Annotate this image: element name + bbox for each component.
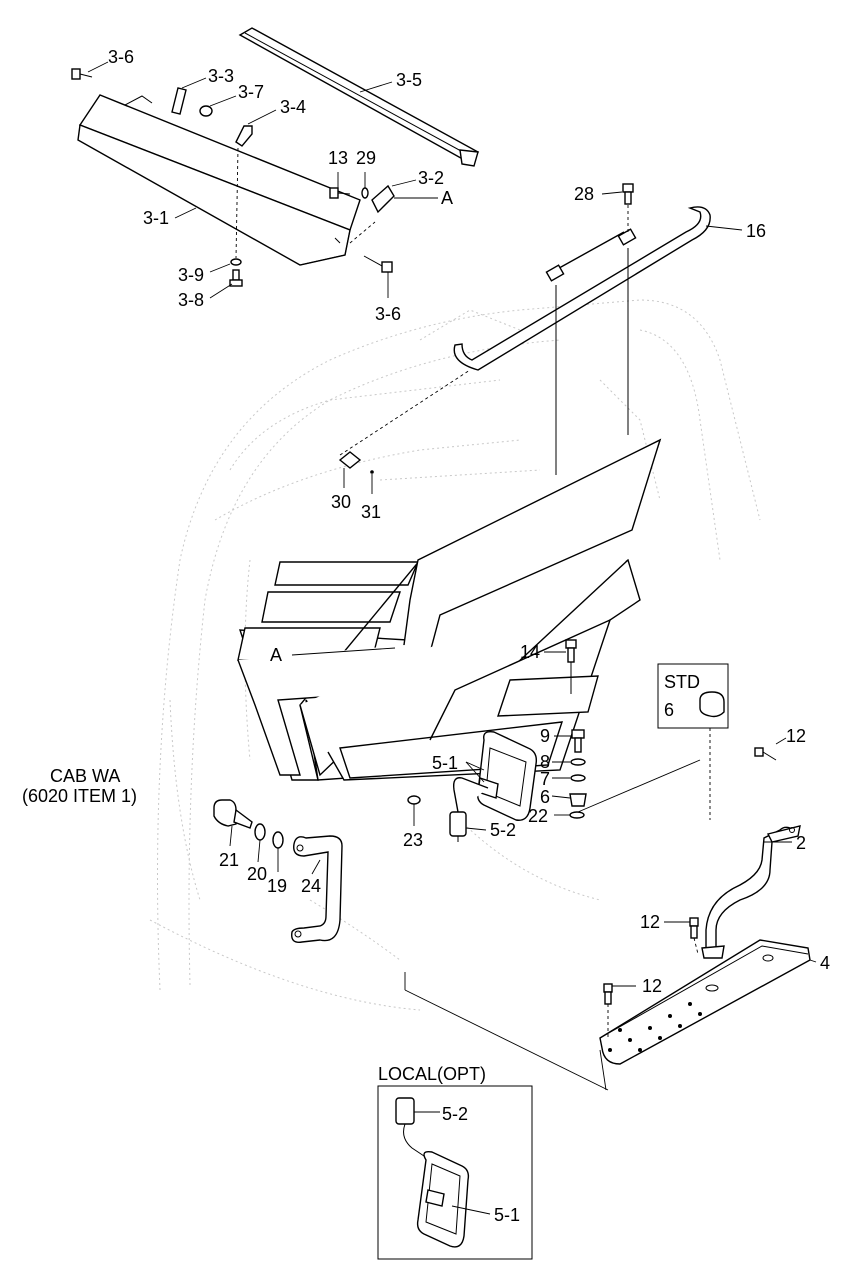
callout-3-2: 3-2	[418, 168, 444, 188]
bolt-28	[622, 183, 634, 205]
visor-ref-line	[349, 221, 376, 244]
callout-6: 6	[540, 787, 550, 807]
callout-3-8: 3-8	[178, 290, 204, 310]
std-box: STD 6	[657, 663, 729, 729]
callout-a-mid: A	[270, 645, 282, 665]
leader-lines	[87, 61, 817, 987]
callout-3-6-top: 3-6	[108, 47, 134, 67]
callout-12-b: 12	[640, 912, 660, 932]
visor-rail	[238, 27, 480, 167]
callout-22: 22	[528, 806, 548, 826]
callout-24: 24	[301, 876, 321, 896]
grab-bar-16	[453, 205, 711, 475]
callout-3-9: 3-9	[178, 265, 204, 285]
callout-9: 9	[540, 726, 550, 746]
bolt-3-6-bottom	[363, 255, 393, 273]
step-bar-2	[701, 825, 801, 959]
callout-30: 30	[331, 492, 351, 512]
callout-2: 2	[796, 833, 806, 853]
callout-31: 31	[361, 502, 381, 522]
cab-note-line2: (6020 ITEM 1)	[22, 786, 137, 806]
washer-3-9-bolt-3-8	[229, 258, 243, 287]
std-box-item: 6	[664, 700, 674, 720]
callout-3-1: 3-1	[143, 208, 169, 228]
callout-5-2: 5-2	[490, 820, 516, 840]
sun-visor	[77, 94, 361, 266]
callout-21: 21	[219, 850, 239, 870]
callout-local-5-1: 5-1	[494, 1205, 520, 1225]
cab-note-line1: CAB WA	[50, 766, 120, 786]
callout-8: 8	[540, 752, 550, 772]
callout-3-6-bottom: 3-6	[375, 304, 401, 324]
callout-13: 13	[328, 148, 348, 168]
decal-stripes	[237, 438, 662, 781]
callout-local-5-2: 5-2	[442, 1104, 468, 1124]
handle-24-and-bolt	[213, 799, 343, 943]
callout-12-c: 12	[642, 976, 662, 996]
callout-3-3: 3-3	[208, 66, 234, 86]
local-opt-box: LOCAL(OPT)	[377, 1064, 533, 1260]
callout-3-4: 3-4	[280, 97, 306, 117]
callout-16: 16	[746, 221, 766, 241]
mirror-assembly	[449, 730, 538, 842]
screw-14	[565, 639, 577, 694]
callout-20: 20	[247, 864, 267, 884]
cab-note: CAB WA (6020 ITEM 1)	[22, 766, 137, 806]
callout-a-top: A	[441, 188, 453, 208]
callout-12-a: 12	[786, 726, 806, 746]
cab-pointer-lines	[404, 972, 609, 1091]
clip-30-screw-31	[338, 369, 471, 474]
bracket-3-3	[171, 87, 187, 115]
step-4	[599, 939, 811, 1065]
callout-4: 4	[820, 953, 830, 973]
callout-19: 19	[267, 876, 287, 896]
callout-3-7: 3-7	[238, 82, 264, 102]
local-box-title: LOCAL(OPT)	[378, 1064, 486, 1084]
callout-labels: 3-6 3-3 3-7 3-4 3-5 13 29 3-2 A 3-1 3-9 …	[108, 47, 830, 1225]
hook-3-4	[235, 125, 253, 259]
callout-23: 23	[403, 830, 423, 850]
std-box-title: STD	[664, 672, 700, 692]
bolts-12	[603, 728, 777, 1040]
callout-7: 7	[540, 769, 550, 789]
nut-3-7	[199, 105, 213, 117]
callout-14: 14	[520, 642, 540, 662]
callout-29: 29	[356, 148, 376, 168]
callout-3-5: 3-5	[396, 70, 422, 90]
bolt-3-6-top	[71, 68, 93, 80]
callout-5-1: 5-1	[432, 753, 458, 773]
callout-28: 28	[574, 184, 594, 204]
